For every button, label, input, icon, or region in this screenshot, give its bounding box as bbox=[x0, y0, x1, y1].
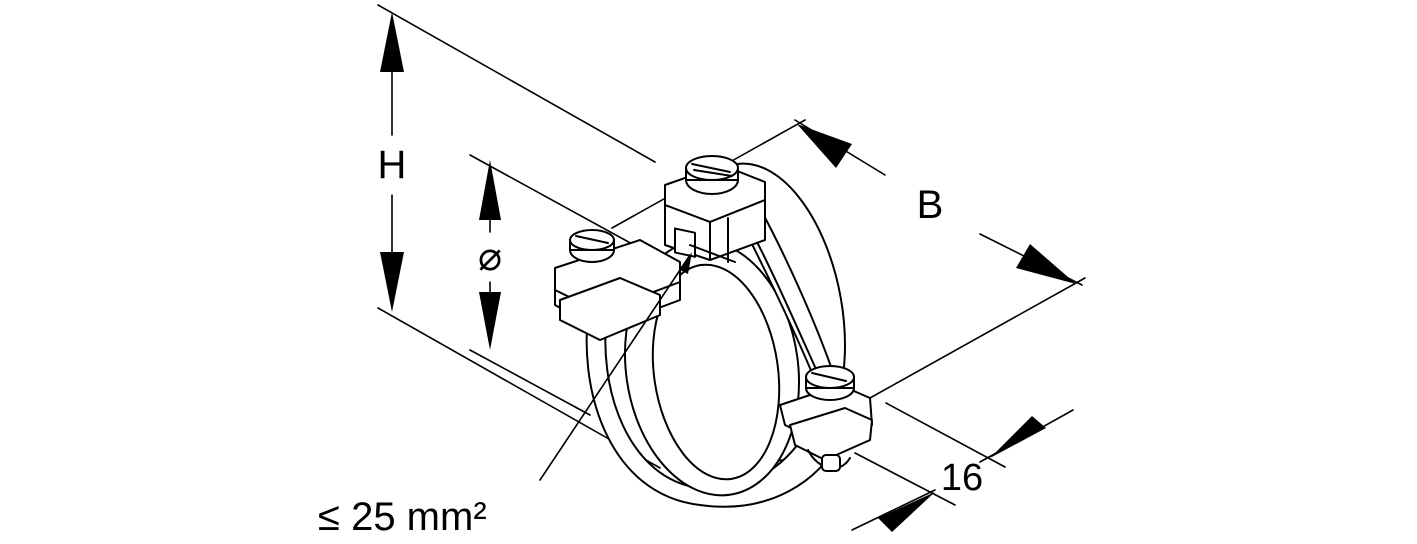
top-screw bbox=[685, 155, 739, 195]
right-screw bbox=[805, 365, 855, 401]
diameter-arrow-bottom bbox=[479, 292, 501, 350]
width-dimension: B bbox=[797, 124, 1076, 284]
thickness-arrow-lower bbox=[878, 492, 935, 532]
height-arrow-bottom bbox=[380, 252, 404, 312]
diameter-dimension: ⌀ bbox=[478, 160, 502, 350]
width-arrow-right bbox=[1016, 244, 1076, 284]
diameter-arrow-top bbox=[479, 160, 501, 220]
height-dimension: H bbox=[378, 12, 407, 312]
width-label: B bbox=[917, 183, 944, 227]
height-arrow-top bbox=[380, 12, 404, 72]
bottom-screw-tip bbox=[821, 454, 841, 472]
height-label: H bbox=[378, 143, 407, 187]
thickness-dimension: 16 bbox=[878, 416, 1046, 532]
left-screw bbox=[569, 229, 615, 263]
cross-section-label: ≤ 25 mm² bbox=[318, 495, 487, 539]
thickness-label: 16 bbox=[941, 457, 983, 499]
thickness-arrow-upper bbox=[990, 416, 1046, 458]
clamp-body bbox=[554, 162, 873, 508]
diameter-symbol: ⌀ bbox=[478, 235, 502, 279]
width-arrow-left bbox=[797, 124, 852, 168]
cross-section-leader bbox=[539, 252, 692, 481]
